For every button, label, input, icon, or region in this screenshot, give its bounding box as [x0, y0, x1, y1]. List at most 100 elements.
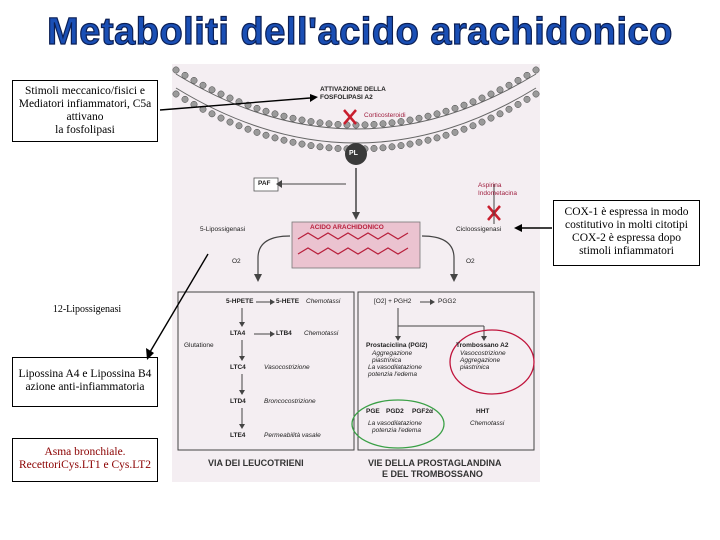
- tromb-line-1: Vasocostrizione: [460, 350, 506, 357]
- o2-pgh2-label: [O2] + PGH2: [374, 298, 412, 305]
- membrane-bead: [271, 134, 279, 142]
- o2-right-label: O2: [466, 258, 475, 265]
- pge-oval: [351, 399, 445, 449]
- membrane-bead: [469, 98, 477, 106]
- membrane-beads: [172, 66, 540, 153]
- prost-line-1: Aggregazione: [372, 350, 413, 357]
- pl-circle: [345, 143, 367, 165]
- membrane-bead: [379, 144, 387, 152]
- membrane-bead: [262, 107, 270, 115]
- indometacina-label: Indometacina: [478, 190, 518, 197]
- membrane-bead: [469, 122, 477, 130]
- membrane-bead: [442, 107, 450, 115]
- membrane-bead: [217, 114, 225, 122]
- permeabilita-label: Permeabilità vasale: [264, 432, 321, 439]
- membrane-bead: [217, 90, 225, 98]
- membrane-bead: [406, 116, 414, 124]
- membrane-bead: [433, 134, 441, 142]
- membrane-bead: [478, 94, 486, 102]
- ltd4-label: LTD4: [230, 398, 246, 405]
- vie-prosta-label-1: VIE DELLA PROSTAGLANDINA: [368, 458, 502, 468]
- membrane-bead: [316, 143, 324, 151]
- membrane-bead: [226, 94, 234, 102]
- membrane-bead: [478, 118, 486, 126]
- vie-prosta-label-2: E DEL TROMBOSSANO: [382, 469, 483, 479]
- membrane-bead: [190, 101, 198, 108]
- paf-label: PAF: [258, 180, 271, 187]
- note-12-lipossigenasi: 12-Lipossigenasi: [52, 304, 122, 315]
- membrane-bead: [325, 120, 333, 128]
- membrane-bead: [289, 138, 297, 146]
- corticosteroid-x-icon: [343, 109, 357, 125]
- note-lipossina: Lipossina A4 e Lipossina B4 azione anti-…: [12, 357, 158, 407]
- membrane-bead: [253, 104, 261, 112]
- note-lipossina-line1: Lipossina A4 e Lipossina B4: [18, 368, 152, 380]
- via-leucotrieni-label: VIA DEI LEUCOTRIENI: [208, 458, 304, 468]
- chemotassi-label-1: Chemotassi: [306, 298, 341, 305]
- membrane-bead: [262, 131, 270, 139]
- lta4-label: LTA4: [230, 330, 246, 337]
- membrane-bead: [190, 77, 198, 84]
- membrane-bead: [451, 128, 459, 136]
- vasocostrizione-label: Vasocostrizione: [264, 364, 310, 371]
- membrane-bead: [460, 125, 468, 133]
- membrane-bead: [307, 142, 315, 150]
- page-title-graphic: Metaboliti dell'acido arachidonico: [47, 10, 673, 53]
- note-cox-line2: costitutivo in molti citotipi: [565, 219, 688, 231]
- trombossano-oval: [449, 329, 535, 395]
- note-asma-line1: Asma bronchiale.: [44, 446, 126, 458]
- membrane-bead: [424, 136, 432, 144]
- membrane-bead: [181, 71, 189, 79]
- pgg2-label: PGG2: [438, 298, 457, 305]
- membrane-bead: [181, 95, 189, 103]
- membrane-bead: [253, 128, 261, 136]
- membrane-bead: [244, 101, 252, 109]
- note-stimoli-line1: Stimoli meccanico/fisici e: [24, 85, 146, 97]
- pgf2-label: PGF2α: [412, 408, 433, 415]
- prosta-box: [357, 291, 535, 451]
- prost-line-4: potenzia l'edema: [368, 371, 417, 378]
- membrane-bead: [208, 86, 216, 94]
- glutatione-label: Glutatione: [184, 342, 214, 349]
- membrane-bead: [415, 138, 423, 146]
- membrane-bead: [280, 112, 288, 120]
- membrane-bead: [307, 118, 315, 126]
- cicloossigenasi-label: Cicloossigenasi: [456, 226, 502, 233]
- membrane-bead: [460, 101, 468, 109]
- note-stimoli-line2: Mediatori infiammatori, C5a: [18, 98, 152, 110]
- lte4-label: LTE4: [230, 432, 246, 439]
- membrane-bead: [505, 81, 513, 89]
- membrane-bead: [514, 101, 522, 108]
- prostaciclina-label: Prostaciclina (PGI2): [366, 342, 428, 349]
- tromb-line-3: piastrinica: [460, 364, 490, 371]
- membrane-bead: [370, 145, 378, 152]
- attivazione-label-1: ATTIVAZIONE DELLA: [320, 86, 386, 93]
- pathway-figure: ATTIVAZIONE DELLA FOSFOLIPASI A2 Cortico…: [172, 64, 540, 482]
- membrane-bead: [235, 98, 243, 106]
- membrane-bead: [316, 119, 324, 127]
- tromb-line-2: Aggregazione: [460, 357, 501, 364]
- prost-line-3: La vasodilatazione: [368, 364, 422, 371]
- membrane-bead: [442, 131, 450, 139]
- membrane-bead: [451, 104, 459, 112]
- membrane-bead: [433, 110, 441, 118]
- note-asma-line2: RecettoriCys.LT1 e Cys.LT2: [18, 459, 152, 471]
- membrane-bead: [532, 66, 540, 74]
- corticosteroidi-label: Corticosteroidi: [364, 112, 406, 119]
- membrane-bead: [514, 77, 522, 84]
- trombossano-label: Trombossano A2: [456, 342, 509, 349]
- membrane-bead: [226, 118, 234, 126]
- broncocostrizione-label: Broncocostrizione: [264, 398, 316, 405]
- note-cox-line1: COX-1 è espressa in modo: [564, 206, 689, 218]
- prost-line-2: piastrinica: [372, 357, 402, 364]
- ltb4-label: LTB4: [276, 330, 292, 337]
- note-stimoli: Stimoli meccanico/fisici e Mediatori inf…: [12, 80, 158, 142]
- membrane-bead: [199, 81, 207, 89]
- pgd2-label: PGD2: [386, 408, 404, 415]
- membrane-bead: [397, 142, 405, 150]
- membrane-bead: [532, 90, 540, 98]
- membrane-bead: [289, 114, 297, 122]
- membrane-bead: [370, 121, 378, 128]
- acido-label: ACIDO ARACHIDONICO: [310, 224, 384, 231]
- membrane-bead: [406, 140, 414, 148]
